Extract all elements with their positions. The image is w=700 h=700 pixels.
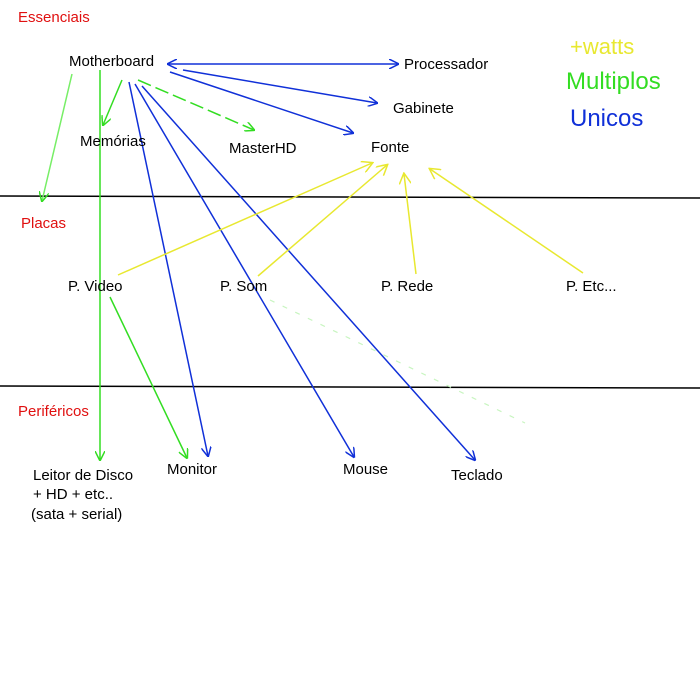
section-label-perifericos: Periféricos xyxy=(18,403,89,420)
node-fonte: Fonte xyxy=(371,139,410,156)
arrow-prede-fonte xyxy=(404,174,417,275)
node-p-som: P. Som xyxy=(220,278,268,295)
section-label-placas: Placas xyxy=(21,215,67,232)
arrow-motherboard-teclado xyxy=(141,85,475,460)
arrow-psom-fonte xyxy=(257,165,387,277)
arrow-motherboard-memorias xyxy=(103,79,123,125)
node-mouse: Mouse xyxy=(343,461,389,478)
arrow-pvideo-monitor xyxy=(109,296,187,458)
arrow-motherboard-monitor xyxy=(128,81,208,456)
legend-unicos: Unicos xyxy=(570,105,644,132)
node-gabinete: Gabinete xyxy=(393,100,454,117)
node-motherboard: Motherboard xyxy=(69,53,155,70)
arrow-motherboard-masterhd xyxy=(137,79,254,130)
arrow-motherboard-fonte xyxy=(169,71,353,133)
node-leitor-line3: (sata + serial) xyxy=(31,506,123,523)
arrow-motherboard-placas xyxy=(42,73,73,201)
legend-watts: +watts xyxy=(570,34,635,59)
divider-line-bottom xyxy=(0,385,700,389)
node-processador: Processador xyxy=(404,56,489,73)
arrow-petc-fonte xyxy=(430,169,584,274)
arrow-motherboard-mouse xyxy=(134,83,354,457)
node-leitor-line1: Leitor de Disco xyxy=(33,467,134,484)
arrow-motherboard-gabinete xyxy=(182,69,377,103)
faint-green-trail xyxy=(269,299,526,424)
section-label-essenciais: Essenciais xyxy=(18,9,90,26)
node-p-video: P. Video xyxy=(68,278,123,295)
node-teclado: Teclado xyxy=(451,467,503,484)
node-leitor-line2: + HD + etc.. xyxy=(33,486,114,503)
arrow-pvideo-fonte xyxy=(117,163,372,276)
node-monitor: Monitor xyxy=(167,461,218,478)
node-p-rede: P. Rede xyxy=(381,278,434,295)
node-p-etc: P. Etc... xyxy=(566,278,617,295)
node-masterhd: MasterHD xyxy=(229,140,297,157)
node-memorias: Memórias xyxy=(80,133,146,150)
legend-multiplos: Multiplos xyxy=(566,68,661,95)
